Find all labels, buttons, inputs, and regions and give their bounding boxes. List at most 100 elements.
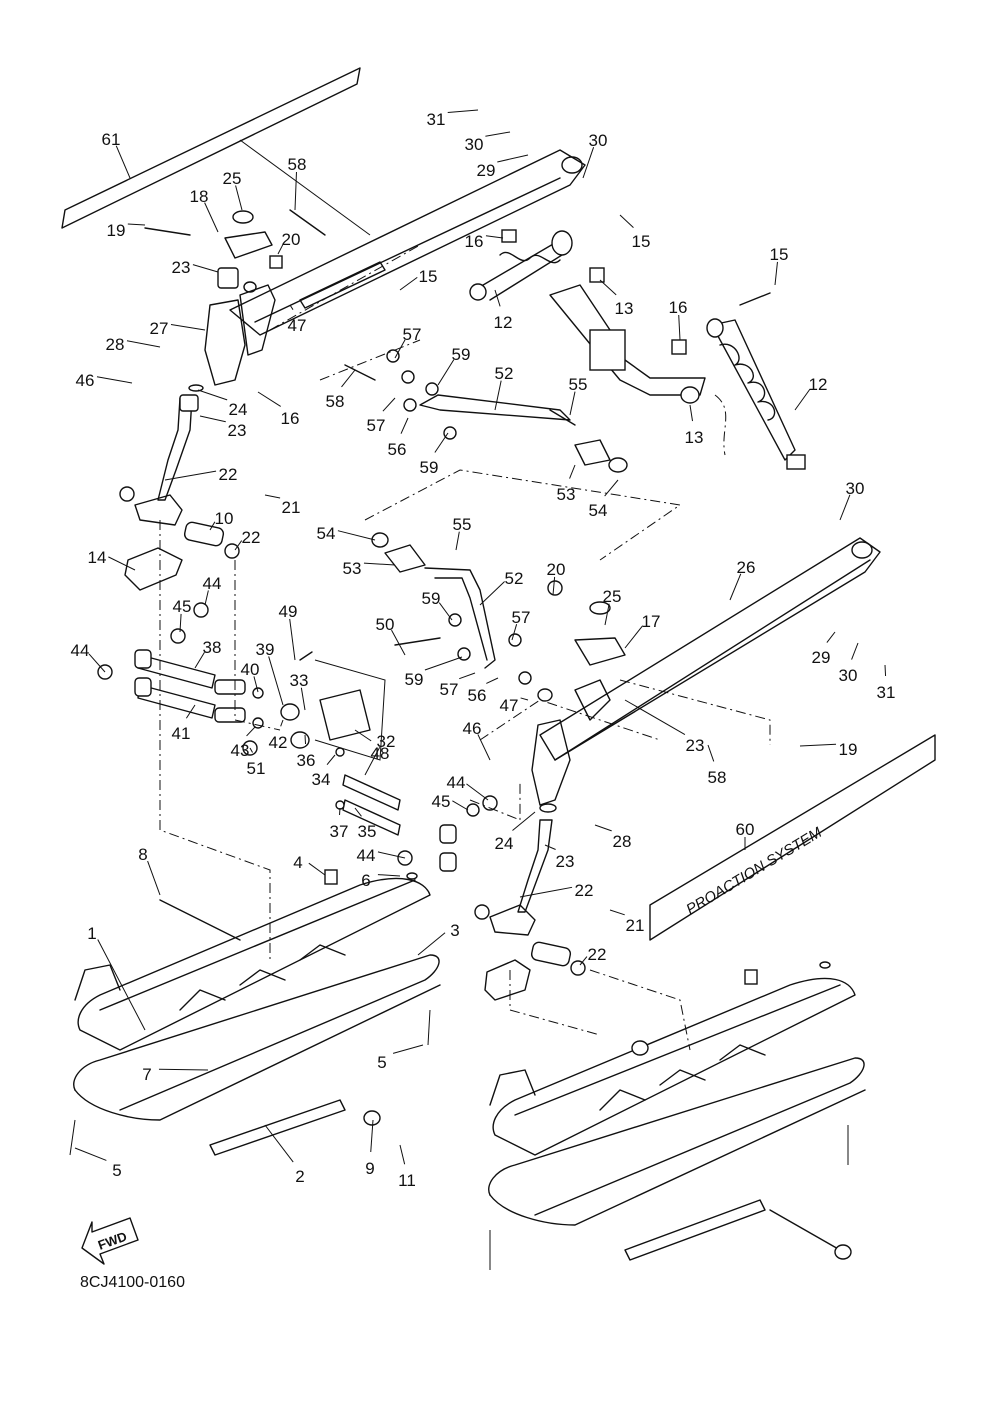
callout-c19b: 19 bbox=[839, 740, 858, 759]
callout-c48: 48 bbox=[371, 744, 390, 763]
callout-c16: 16 bbox=[465, 232, 484, 251]
leader-line-c46 bbox=[96, 376, 133, 384]
callout-c13: 13 bbox=[615, 299, 634, 318]
leader-line-c38 bbox=[194, 652, 205, 669]
callout-c28: 28 bbox=[106, 335, 125, 354]
leader-line-c22 bbox=[164, 470, 217, 481]
callout-c23b: 23 bbox=[228, 421, 247, 440]
callout-c40: 40 bbox=[241, 660, 260, 679]
leader-line-c44b bbox=[204, 590, 209, 606]
callout-c9: 9 bbox=[365, 1159, 374, 1178]
leader-line-c53 bbox=[569, 464, 576, 479]
callout-c46b: 46 bbox=[463, 719, 482, 738]
callout-c35: 35 bbox=[358, 822, 377, 841]
callout-c32: 32 bbox=[377, 732, 396, 751]
callout-c45b: 45 bbox=[432, 792, 451, 811]
callout-c52: 52 bbox=[495, 364, 514, 383]
leader-line-c59 bbox=[437, 359, 455, 386]
leader-line-c30 bbox=[485, 131, 511, 137]
leader-line-c59c bbox=[438, 602, 453, 621]
leader-line-c24b bbox=[512, 811, 536, 831]
guide-lines bbox=[159, 244, 771, 1051]
leader-line-c52b bbox=[479, 581, 505, 606]
callout-c15c: 15 bbox=[770, 245, 789, 264]
leader-line-c54b bbox=[337, 530, 376, 541]
leader-line-c58c bbox=[707, 744, 715, 762]
shock-12-right bbox=[671, 292, 806, 470]
leader-line-c57d bbox=[459, 672, 476, 680]
callout-c38: 38 bbox=[203, 638, 222, 657]
callout-c11: 11 bbox=[398, 1171, 416, 1190]
callout-c58: 58 bbox=[288, 155, 307, 174]
leader-line-c36 bbox=[304, 734, 307, 745]
callout-c58b: 58 bbox=[326, 392, 345, 411]
callout-c19: 19 bbox=[107, 221, 126, 240]
leader-line-c16c bbox=[257, 391, 281, 407]
leader-line-c21b bbox=[609, 909, 625, 916]
leader-line-c7 bbox=[158, 1068, 209, 1071]
leader-line-c18 bbox=[204, 202, 219, 233]
leader-line-c30b bbox=[582, 146, 595, 179]
leader-line-c44c bbox=[466, 783, 489, 801]
callout-c37: 37 bbox=[330, 822, 349, 841]
leader-line-c22b bbox=[234, 540, 243, 551]
callout-c58c: 58 bbox=[708, 768, 727, 787]
callout-c20b: 20 bbox=[547, 560, 566, 579]
leader-line-c31 bbox=[447, 109, 479, 113]
callout-c52b: 52 bbox=[505, 569, 524, 588]
leader-line-c58b bbox=[341, 369, 356, 388]
callout-c16b: 16 bbox=[669, 298, 688, 317]
callout-c31b: 31 bbox=[877, 683, 896, 702]
ski-left bbox=[69, 869, 441, 1156]
callout-c28b: 28 bbox=[613, 832, 632, 851]
callout-c30b: 30 bbox=[589, 131, 608, 150]
callout-c22d: 22 bbox=[588, 945, 607, 964]
callout-c56: 56 bbox=[388, 440, 407, 459]
callout-c25b: 25 bbox=[603, 587, 622, 606]
leader-line-c59d bbox=[424, 656, 463, 671]
callout-c10: 10 bbox=[215, 509, 234, 528]
leader-line-c49 bbox=[289, 618, 296, 661]
leader-line-c46b bbox=[477, 734, 491, 761]
leader-line-c2 bbox=[264, 1124, 294, 1163]
leader-line-c50 bbox=[391, 629, 406, 656]
callout-c22c: 22 bbox=[575, 881, 594, 900]
callout-c34: 34 bbox=[312, 770, 331, 789]
callout-c24b: 24 bbox=[495, 834, 514, 853]
leader-line-c12 bbox=[494, 289, 501, 307]
leader-line-c6 bbox=[377, 874, 401, 877]
decal-61 bbox=[61, 67, 361, 229]
callout-c45: 45 bbox=[173, 597, 192, 616]
callout-c23: 23 bbox=[172, 258, 191, 277]
leader-line-c47 bbox=[289, 304, 294, 310]
stabilizer-52-upper bbox=[344, 349, 628, 473]
shock-12-upper bbox=[469, 229, 573, 301]
callout-c57d: 57 bbox=[440, 680, 459, 699]
leader-line-c16b bbox=[678, 314, 681, 341]
leader-line-c20 bbox=[277, 243, 284, 255]
callout-c47: 47 bbox=[288, 316, 307, 335]
leader-line-c59b bbox=[434, 432, 449, 453]
leader-line-c61 bbox=[115, 145, 131, 179]
callout-c14: 14 bbox=[88, 548, 107, 567]
leader-line-c34 bbox=[326, 754, 336, 765]
leader-line-c43 bbox=[246, 726, 256, 737]
leader-line-c1 bbox=[97, 939, 146, 1031]
callout-c12: 12 bbox=[494, 313, 513, 332]
leader-line-c16 bbox=[485, 235, 504, 239]
callout-c54b: 54 bbox=[317, 524, 336, 543]
leader-line-c13b bbox=[689, 404, 694, 422]
callout-c21b: 21 bbox=[626, 916, 645, 935]
callout-c2: 2 bbox=[295, 1167, 304, 1186]
leader-line-c30c bbox=[839, 494, 851, 521]
callout-c44c: 44 bbox=[447, 773, 466, 792]
callout-c13b: 13 bbox=[685, 428, 704, 447]
callout-c44: 44 bbox=[71, 641, 90, 660]
callout-c5: 5 bbox=[377, 1053, 386, 1072]
leader-line-c4 bbox=[308, 862, 326, 876]
callout-c47b: 47 bbox=[500, 696, 519, 715]
leader-line-c21 bbox=[264, 494, 281, 499]
callout-c3: 3 bbox=[450, 921, 459, 940]
callout-c59d: 59 bbox=[405, 670, 424, 689]
